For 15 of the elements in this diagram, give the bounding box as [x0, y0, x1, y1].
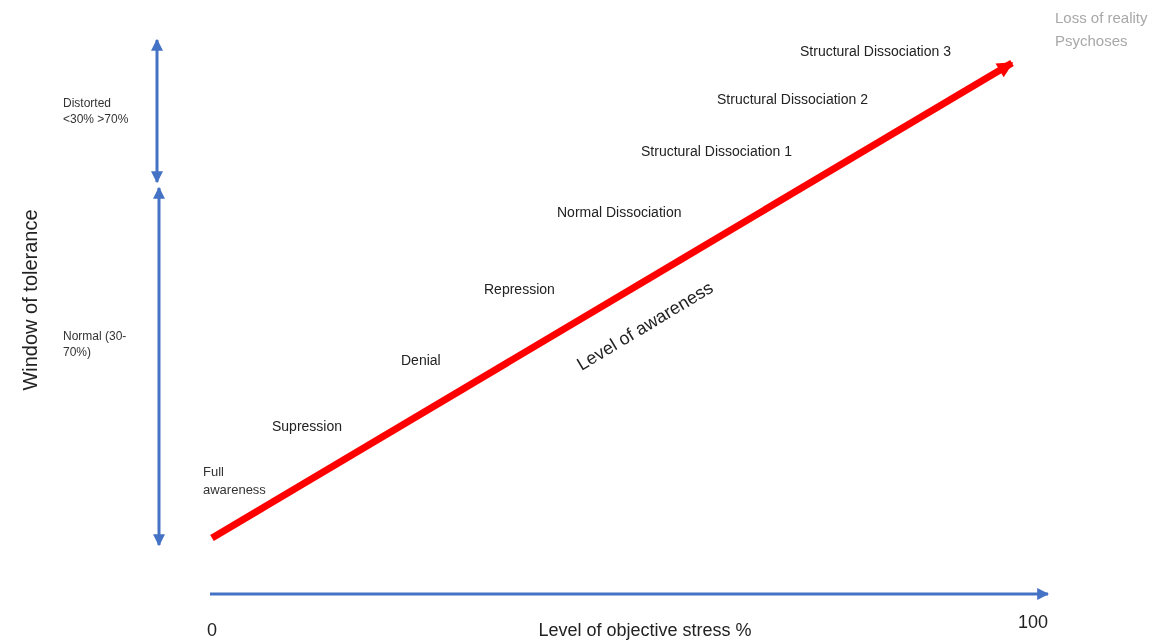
range-label: Normal (30-70%): [63, 328, 128, 361]
note-text: Loss of reality: [1055, 8, 1148, 28]
stage-label: Denial: [401, 351, 441, 370]
tick-label: 100: [1018, 610, 1048, 634]
note-text: Psychoses: [1055, 31, 1128, 51]
stage-label: Structural Dissociation 1: [641, 142, 792, 161]
stage-label: Repression: [484, 280, 555, 299]
stage-label: Normal Dissociation: [557, 203, 682, 222]
range-label: Distorted <30% >70%: [63, 95, 130, 128]
axis-title: Level of objective stress %: [538, 618, 752, 642]
stage-label: Structural Dissociation 3: [800, 42, 951, 61]
stage-label: Structural Dissociation 2: [717, 90, 868, 109]
stage-label: Supression: [272, 417, 343, 436]
axis-title: Window of tolerance: [17, 209, 42, 391]
tick-label: 0: [207, 618, 217, 642]
